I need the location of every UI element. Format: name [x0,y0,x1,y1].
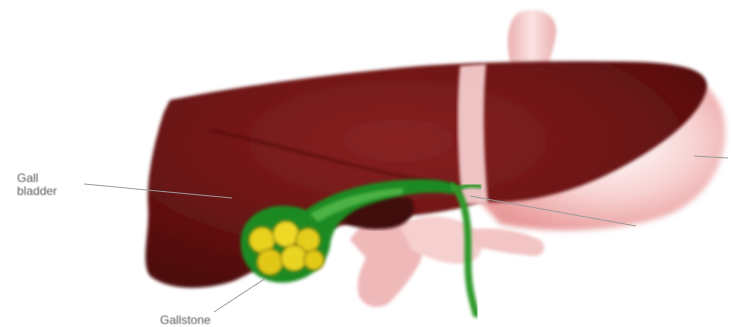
hepatic-artery [470,228,544,256]
gallstone-label: Gallstone [160,314,270,327]
gallstone-label-text: Gallstone [160,313,211,327]
gall-bladder-label-text: Gall bladder [17,171,57,198]
gall-bladder-label: Gall bladder [17,172,81,198]
gallstone [257,249,283,275]
gallstones [249,221,324,275]
gallstone [273,221,299,247]
gallstone [281,245,307,271]
gallstone [304,250,324,270]
